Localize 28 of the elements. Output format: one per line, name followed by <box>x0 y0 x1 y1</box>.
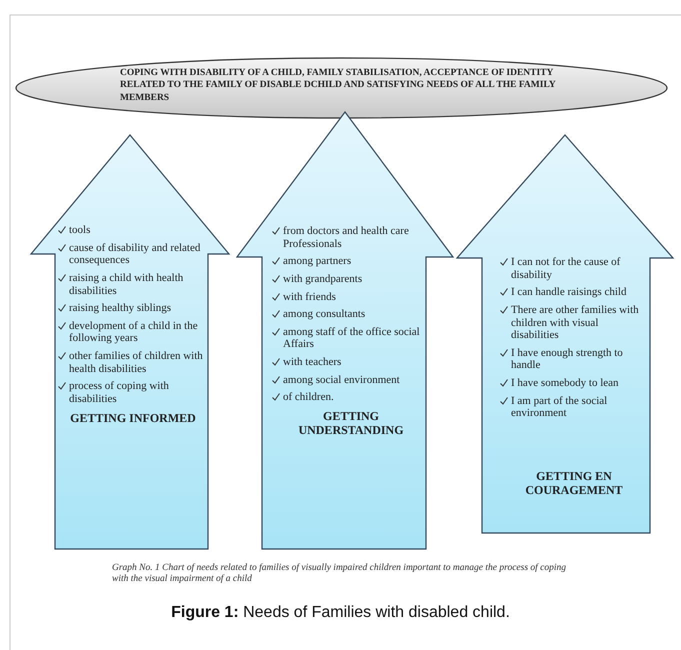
list-item-text: I can not for the cause of disability <box>511 256 622 282</box>
list-item-text: from doctors and health care Professionals <box>283 225 410 250</box>
list-item-text: raising healthy siblings <box>69 302 172 315</box>
list-item-text: tools <box>69 224 90 237</box>
list-item-text: development of a child in the following years <box>69 320 199 346</box>
list-item-text: of children. <box>283 391 334 404</box>
arrow-heading: GETTING EN COURAGEMENT <box>524 470 624 498</box>
list-item-text: among partners <box>283 255 352 268</box>
list-item-text: I have somebody to lean <box>511 377 619 390</box>
list-item-text: with teachers <box>283 356 342 369</box>
arrow-heading: GETTING INFORMED <box>69 412 197 426</box>
list-item-text: I have enough strength to handle <box>511 346 624 372</box>
list-item-text: with grandparents <box>283 272 362 286</box>
list-item-text: raising a child with health disabilities <box>69 272 184 298</box>
list-item-text: process of coping with disabilities <box>69 380 170 406</box>
list-item-text: with friends <box>283 290 336 304</box>
list-item-text: I am part of the social environment <box>511 394 608 420</box>
list-item-text: among staff of the office social Affairs <box>283 326 421 352</box>
list-item-text: There are other families with children with visual disabilities <box>511 304 640 342</box>
chart-note: Graph No. 1 Chart of needs related to families of visually impaired children important to manage the process of coping with the visual impairment of a child <box>112 563 568 585</box>
list-item-text: among social environment <box>283 374 400 386</box>
list-item-text: other families of children with health disabilities <box>69 350 204 376</box>
list-item-text: among consultants <box>283 308 366 321</box>
list-item-text: I can handle raisings child <box>511 286 626 299</box>
list-item-text: cause of disability and related consequences <box>69 242 202 267</box>
figure-caption: Figure 1: Needs of Families with disabled child. <box>170 604 511 622</box>
arrow-heading: GETTING UNDERSTANDING <box>297 410 405 438</box>
banner-text: COPING WITH DISABILITY OF A CHILD, FAMILY STABILISATION, ACCEPTANCE OF IDENTITY RELATED TO THE FAMILY OF DISABLE DCHILD AND SATISFYING NEEDS OF ALL THE FAMILY MEMBERS <box>120 67 556 104</box>
